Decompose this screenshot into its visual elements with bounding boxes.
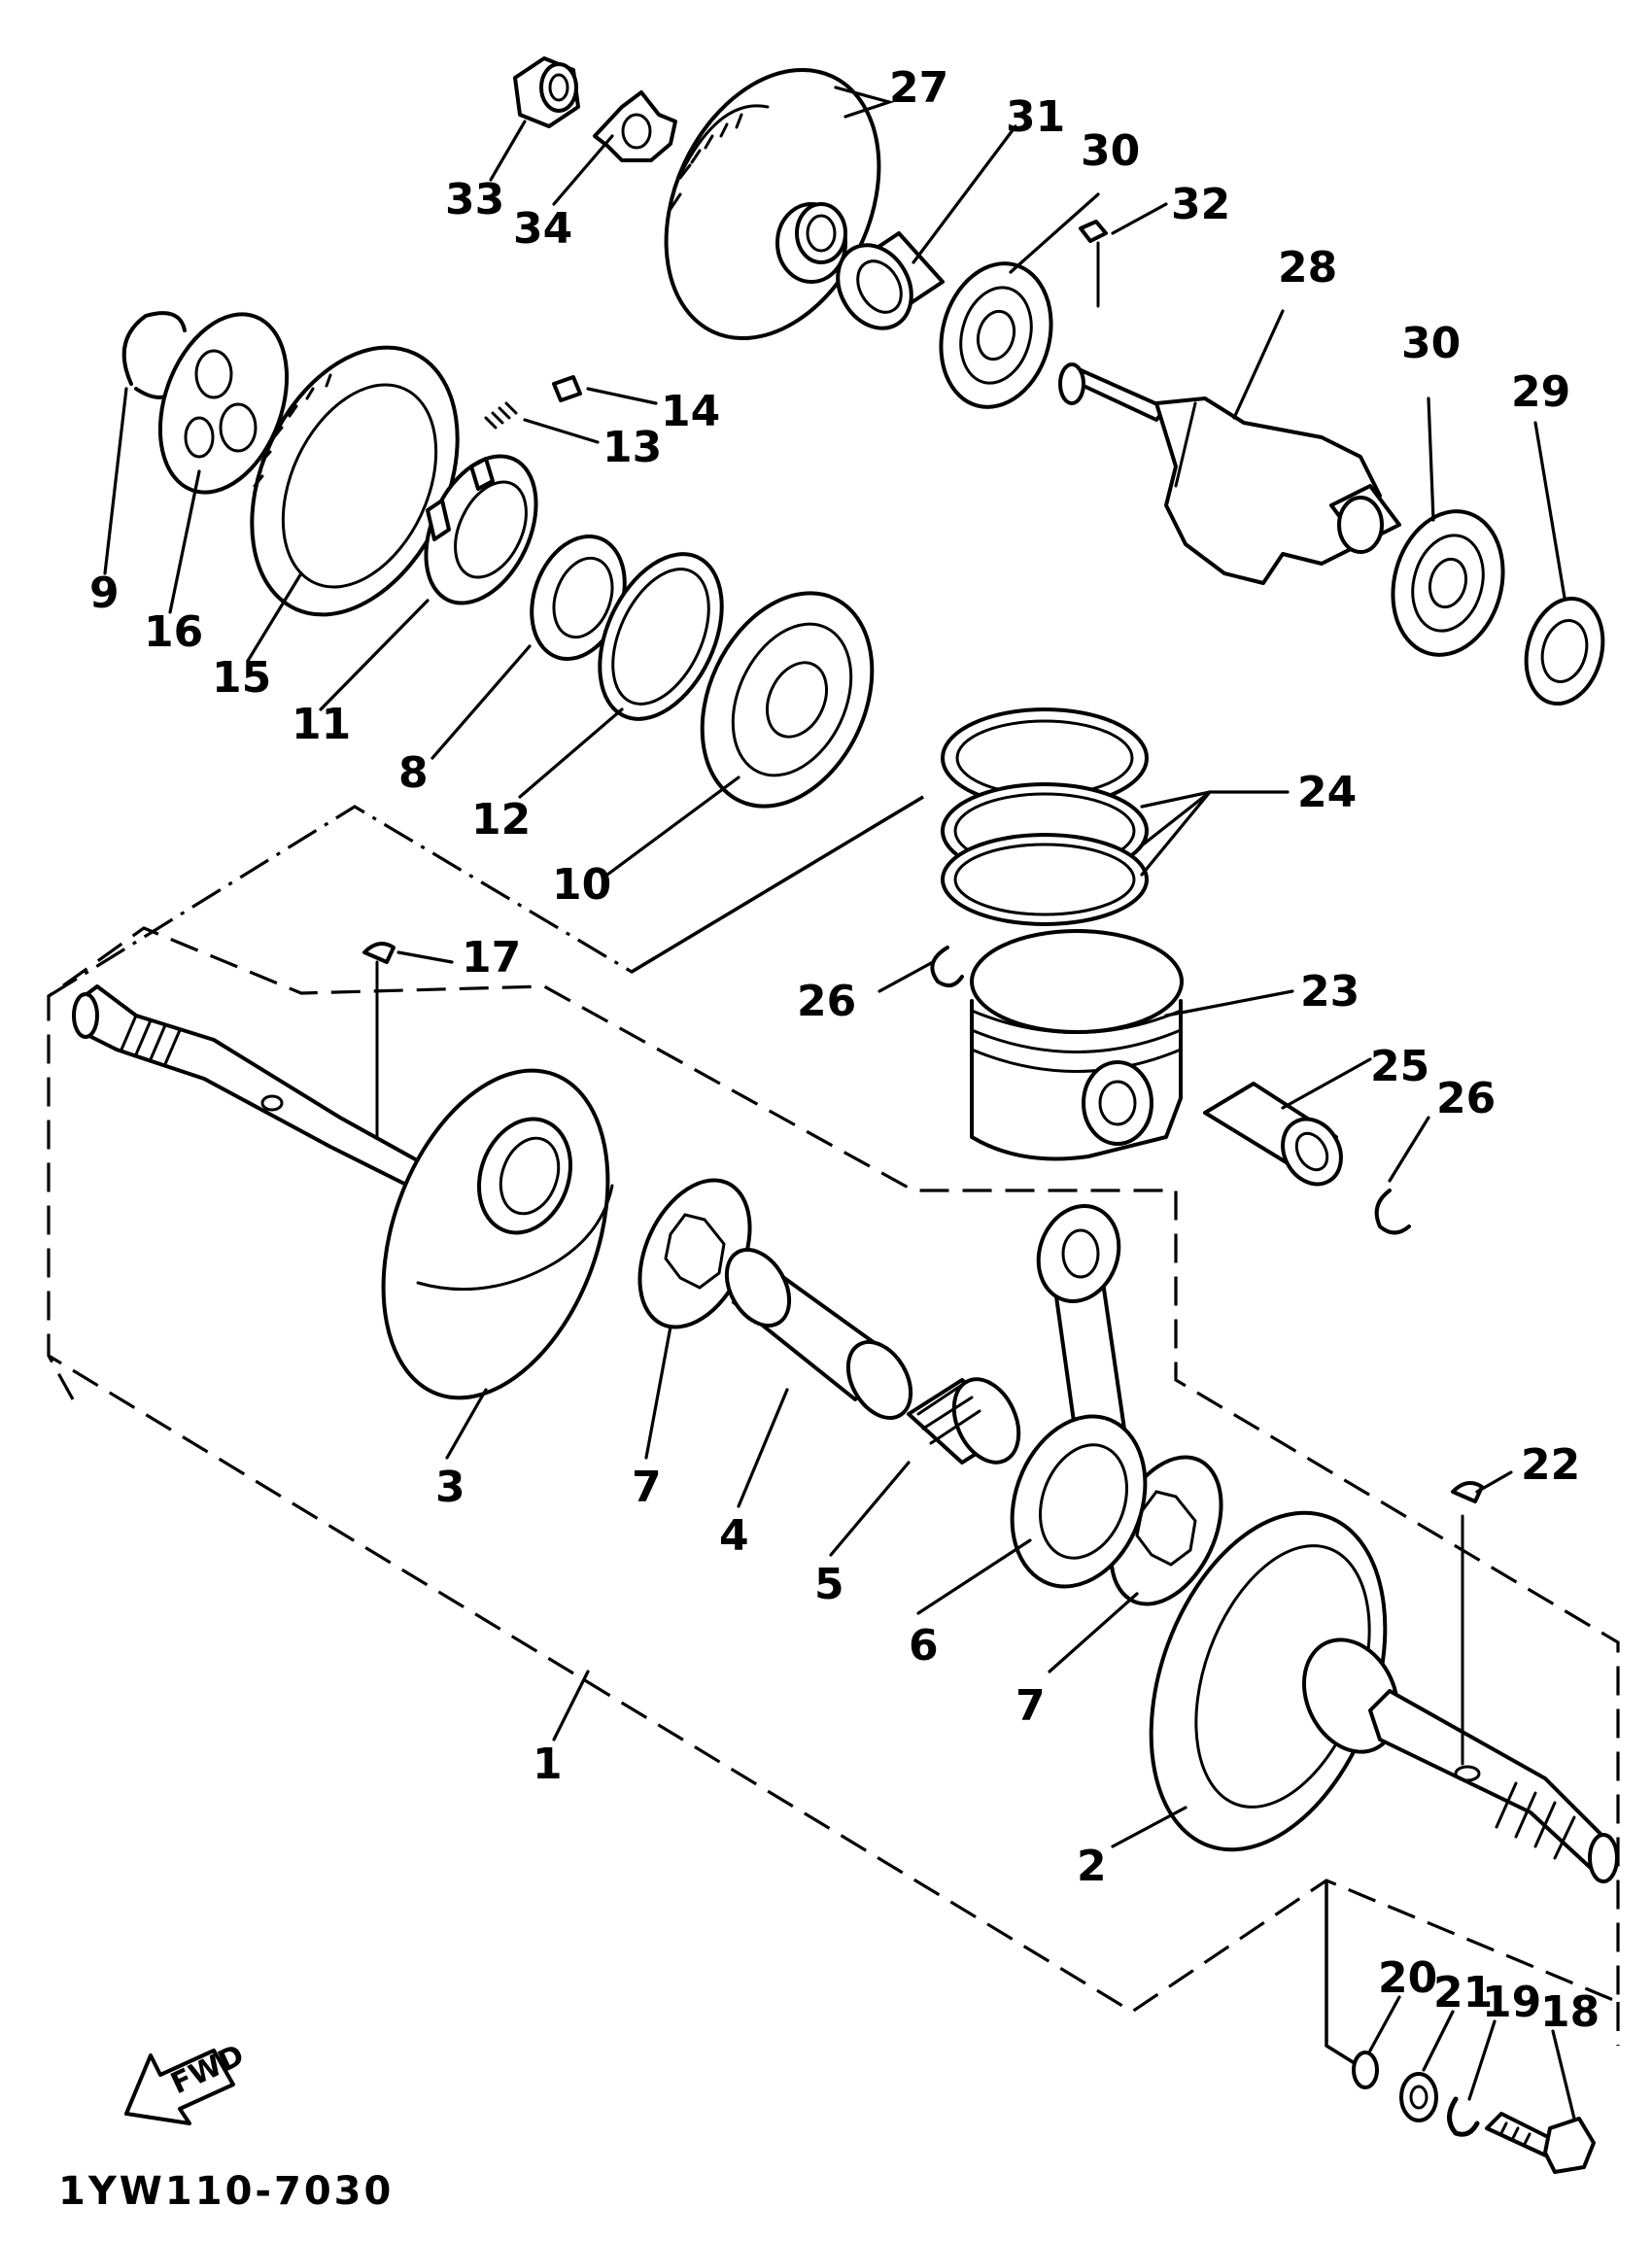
part-10-bearing xyxy=(700,591,875,809)
part-16-plate xyxy=(157,312,290,495)
callout-11: 11 xyxy=(292,700,351,749)
part-34-lock-washer xyxy=(593,90,677,162)
part-30-bearing-upper xyxy=(939,261,1053,409)
group-outline-bearing-set-right xyxy=(631,795,924,974)
part-14-plunger xyxy=(552,375,582,402)
part-3-crank-half-left xyxy=(72,984,614,1400)
part-23-piston xyxy=(970,929,1184,1161)
callout-23: 23 xyxy=(1300,967,1359,1017)
callout-30-upper: 30 xyxy=(1081,126,1140,176)
part-13-spring xyxy=(484,401,518,430)
callout-5: 5 xyxy=(814,1560,844,1609)
part-32-key xyxy=(1079,220,1108,243)
group-outline-bolt-set xyxy=(1325,1880,1366,2072)
callout-2: 2 xyxy=(1077,1842,1107,1891)
callout-labels: 33 34 27 31 30 32 28 30 29 9 16 15 14 13… xyxy=(89,63,1600,2037)
forward-direction-arrow: FWD xyxy=(124,2038,250,2125)
part-27-drive-gear xyxy=(664,67,881,341)
callout-33: 33 xyxy=(445,175,504,224)
callout-14: 14 xyxy=(661,387,720,436)
part-26-circlip-left xyxy=(930,946,964,987)
callout-1: 1 xyxy=(533,1740,563,1789)
callout-8: 8 xyxy=(398,748,429,798)
callout-7-left: 7 xyxy=(632,1463,662,1512)
part-6-connecting-rod xyxy=(1010,1204,1148,1589)
callout-15: 15 xyxy=(212,653,271,703)
callout-3: 3 xyxy=(435,1463,465,1512)
callout-4: 4 xyxy=(719,1511,749,1561)
callout-10: 10 xyxy=(552,860,611,910)
callout-31: 31 xyxy=(1006,92,1065,142)
callout-26-left: 26 xyxy=(797,977,856,1026)
callout-7-right: 7 xyxy=(1015,1681,1046,1731)
part-11-one-way-clutch xyxy=(424,454,538,605)
part-2-crank-half-right xyxy=(1149,1510,1619,1883)
part-20-o-ring xyxy=(1352,2051,1379,2089)
part-24-piston-rings xyxy=(941,707,1149,926)
callout-24: 24 xyxy=(1297,768,1357,817)
part-22-woodruff-key xyxy=(1451,1481,1484,1766)
leader-lines xyxy=(103,86,1576,2120)
part-25-piston-pin xyxy=(1203,1082,1343,1187)
callout-30-lower: 30 xyxy=(1401,319,1461,368)
part-19-lock-washer xyxy=(1447,2096,1480,2137)
part-33-nut xyxy=(513,56,580,128)
callout-18: 18 xyxy=(1540,1987,1600,2037)
callout-6: 6 xyxy=(909,1621,939,1671)
part-18-bolt xyxy=(1485,2112,1596,2174)
part-4-crank-pin xyxy=(724,1248,913,1420)
part-31-collar xyxy=(836,231,945,330)
callout-26-right: 26 xyxy=(1436,1074,1496,1123)
callout-29: 29 xyxy=(1511,367,1570,417)
drawing-code: 1YW110-7030 xyxy=(58,2169,394,2214)
callout-13: 13 xyxy=(602,423,662,472)
callout-32: 32 xyxy=(1171,180,1230,229)
callout-25: 25 xyxy=(1370,1042,1429,1091)
part-29-oil-seal xyxy=(1524,596,1605,707)
part-12-shim xyxy=(598,552,724,721)
part-17-woodruff-key xyxy=(362,942,396,1144)
callout-19: 19 xyxy=(1482,1978,1541,2027)
callout-27: 27 xyxy=(889,63,948,113)
part-26-circlip-right xyxy=(1374,1189,1411,1235)
callout-34: 34 xyxy=(513,204,572,254)
callout-9: 9 xyxy=(89,569,120,618)
callout-12: 12 xyxy=(471,795,531,845)
callout-17: 17 xyxy=(462,933,521,983)
callout-20: 20 xyxy=(1378,1953,1437,2003)
part-28-balancer-shaft xyxy=(1058,241,1401,585)
part-5-needle-bearing xyxy=(907,1377,1021,1465)
part-30-bearing-lower xyxy=(1391,509,1505,657)
callout-22: 22 xyxy=(1521,1440,1580,1490)
callout-28: 28 xyxy=(1278,243,1337,293)
part-8-collar xyxy=(530,534,627,661)
callout-16: 16 xyxy=(144,607,203,657)
part-21-washer xyxy=(1399,2072,1438,2122)
callout-21: 21 xyxy=(1433,1968,1493,2017)
